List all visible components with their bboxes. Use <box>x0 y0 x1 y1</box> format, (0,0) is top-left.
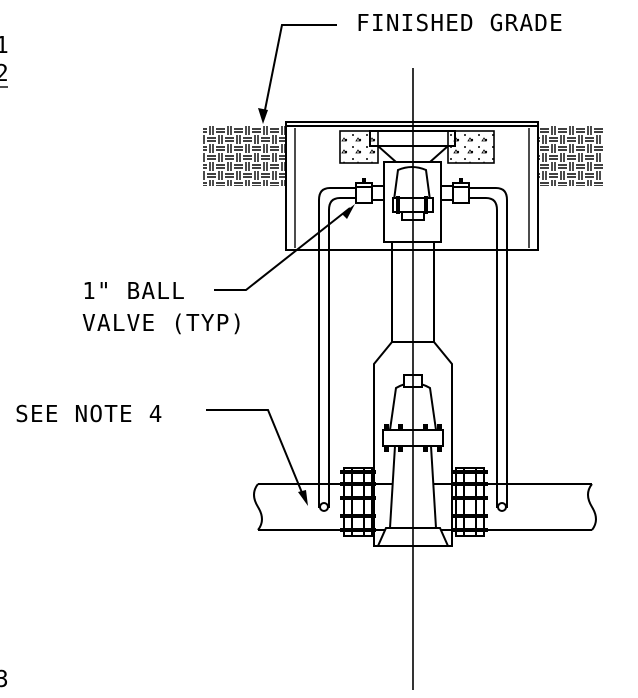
concrete-collar <box>339 130 495 164</box>
edge-label-3: 3 <box>0 667 10 693</box>
ball-valve-label-line2: VALVE (TYP) <box>82 311 245 337</box>
ball-valve-leader <box>214 204 355 291</box>
flange-left <box>340 467 376 537</box>
finished-grade-leader <box>258 24 337 124</box>
see-note-label: SEE NOTE 4 <box>15 402 163 428</box>
edge-label-1: 1 <box>0 33 10 59</box>
ball-valve-left <box>355 178 385 204</box>
soil-hatch-left <box>203 126 286 186</box>
edge-label-2: 2 <box>0 61 10 87</box>
flange-right <box>452 467 488 537</box>
finished-grade-label: FINISHED GRADE <box>356 11 564 37</box>
see-note-leader <box>206 409 308 506</box>
soil-hatch-right <box>538 126 603 186</box>
ball-valve-label-line1: 1" BALL <box>82 279 186 305</box>
ball-valve-right <box>440 178 470 204</box>
bypass-piping <box>318 187 508 508</box>
